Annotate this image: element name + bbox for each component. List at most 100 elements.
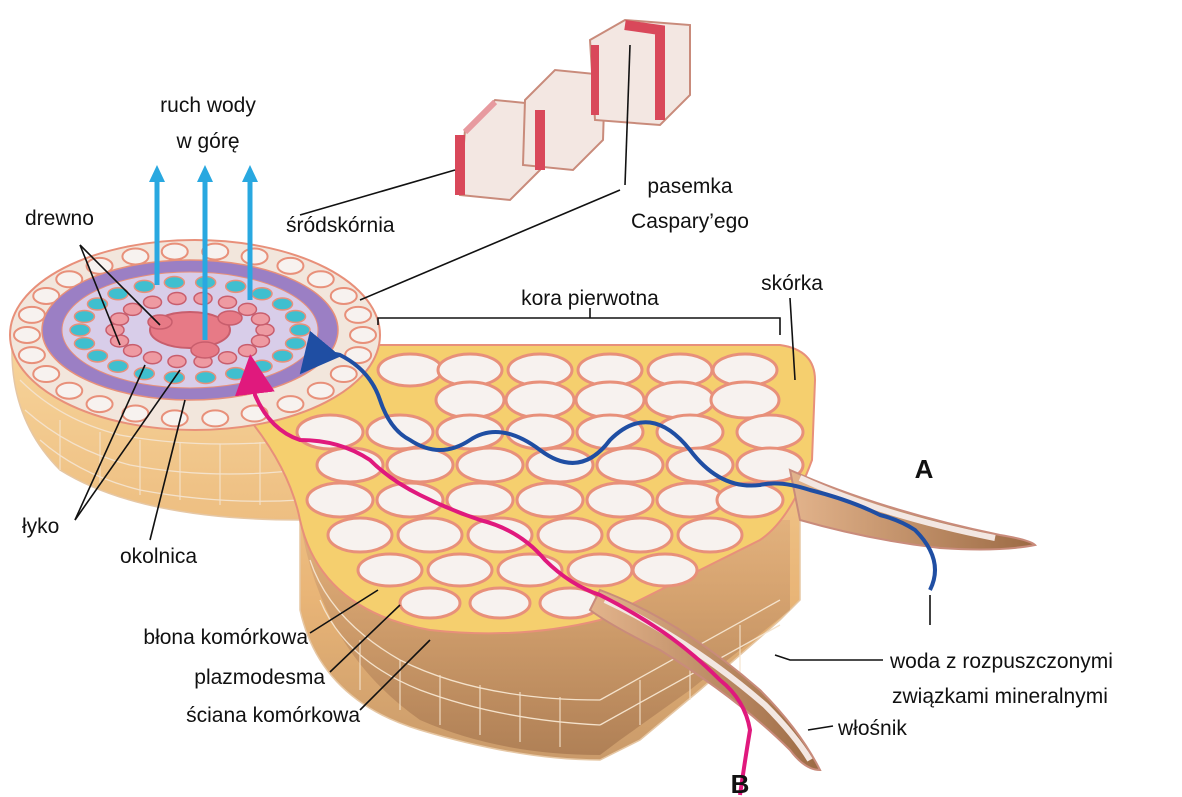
cortex-cell xyxy=(527,448,593,482)
water-up-label-line1: ruch wody xyxy=(160,94,256,117)
phloem-cell xyxy=(70,324,90,336)
phloem-cell xyxy=(164,276,184,288)
cortex-cell xyxy=(568,554,632,586)
cortex-cell xyxy=(428,554,492,586)
cortex-cell xyxy=(587,483,653,517)
xylem-label: drewno xyxy=(25,207,94,230)
water-minerals-label-line1: woda z rozpuszczonymi xyxy=(889,650,1113,673)
xylem-cell xyxy=(251,313,269,325)
epidermis-label: skórka xyxy=(761,272,823,295)
cortex-cell xyxy=(737,415,803,449)
casparian-strip-illustration xyxy=(460,20,690,200)
water-up-arrow-1-head xyxy=(149,165,165,182)
cortex-cell xyxy=(577,415,643,449)
endodermal-cell-3 xyxy=(590,20,690,125)
cortex-cell xyxy=(387,448,453,482)
cortex-cell xyxy=(633,554,697,586)
cortex-cell xyxy=(507,415,573,449)
cortex-cell xyxy=(657,415,723,449)
xylem-cell xyxy=(144,352,162,364)
cortex-cell xyxy=(506,382,574,418)
cortex-cell xyxy=(307,483,373,517)
cortex-cell xyxy=(468,518,532,552)
endodermis-label: śródskórnia xyxy=(286,214,395,237)
epidermal-cell xyxy=(19,347,45,363)
epidermal-cell xyxy=(33,366,59,382)
root-hair-a xyxy=(790,470,1035,549)
phloem-cell xyxy=(290,324,310,336)
cortex-cell xyxy=(678,518,742,552)
phloem-label: łyko xyxy=(22,515,59,538)
xylem-cell xyxy=(238,303,256,315)
xylem-cell xyxy=(219,352,237,364)
xylem-vessel xyxy=(191,342,219,358)
cortex-cell xyxy=(457,448,523,482)
phloem-cell xyxy=(196,372,216,384)
path-b-label: B xyxy=(731,769,750,797)
casparian-label-line1: pasemka xyxy=(647,175,733,198)
epidermal-cell xyxy=(202,410,228,426)
plasmodesma-label: plazmodesma xyxy=(194,666,325,689)
cortex-cell xyxy=(498,554,562,586)
epidermal-cell xyxy=(331,366,357,382)
epidermal-cell xyxy=(56,383,82,399)
cortex-cell xyxy=(538,518,602,552)
xylem-cell xyxy=(111,313,129,325)
xylem-cell xyxy=(124,303,142,315)
cortex-cell xyxy=(470,588,530,618)
cell-wall-label: ściana komórkowa xyxy=(186,704,360,727)
cortex-cell xyxy=(657,483,723,517)
phloem-cell xyxy=(252,360,272,372)
phloem-cell xyxy=(273,298,293,310)
phloem-cell xyxy=(286,310,306,322)
epidermal-cell xyxy=(162,410,188,426)
epidermal-cell xyxy=(308,271,334,287)
cortex-cell xyxy=(398,518,462,552)
xylem-cell xyxy=(124,345,142,357)
cortex-cell xyxy=(576,382,644,418)
epidermal-cell xyxy=(242,248,268,264)
epidermal-cell xyxy=(122,248,148,264)
water-up-arrow-2-head xyxy=(197,165,213,182)
phloem-cell xyxy=(273,350,293,362)
casparian-label-line2: Caspary’ego xyxy=(631,210,749,233)
xylem-cell xyxy=(238,345,256,357)
root-hair-label: włośnik xyxy=(837,717,907,740)
phloem-cell xyxy=(134,368,154,380)
epidermal-cell xyxy=(277,396,303,412)
epidermal-cell xyxy=(162,244,188,260)
cortex-cell xyxy=(717,483,783,517)
xylem-cell xyxy=(168,356,186,368)
water-minerals-label-line2: związkami mineralnymi xyxy=(892,685,1108,708)
cortex-cell xyxy=(400,588,460,618)
phloem-cell xyxy=(226,280,246,292)
stele-top-face xyxy=(10,240,380,430)
xylem-cell xyxy=(168,292,186,304)
epidermal-cell xyxy=(14,327,40,343)
cortex-cell xyxy=(517,483,583,517)
phloem-cell xyxy=(226,368,246,380)
path-a-label: A xyxy=(915,454,934,484)
xylem-cell xyxy=(219,296,237,308)
cortex-cell xyxy=(328,518,392,552)
cortex-cell xyxy=(378,354,442,386)
xylem-vessel xyxy=(218,311,242,325)
phloem-cell xyxy=(74,338,94,350)
xylem-cell xyxy=(256,324,274,336)
epidermal-cell xyxy=(19,307,45,323)
phloem-cell xyxy=(87,350,107,362)
water-up-arrow-3-head xyxy=(242,165,258,182)
phloem-cell xyxy=(108,360,128,372)
phloem-cell xyxy=(74,310,94,322)
phloem-cell xyxy=(134,280,154,292)
phloem-cell xyxy=(252,288,272,300)
cortex-cell xyxy=(711,382,779,418)
cortex-cell xyxy=(358,554,422,586)
cortex-cell xyxy=(597,448,663,482)
cortex-cell xyxy=(646,382,714,418)
xylem-cell xyxy=(251,335,269,347)
epidermal-cell xyxy=(308,383,334,399)
water-up-label-line2: w górę xyxy=(175,130,239,153)
xylem-cell xyxy=(144,296,162,308)
